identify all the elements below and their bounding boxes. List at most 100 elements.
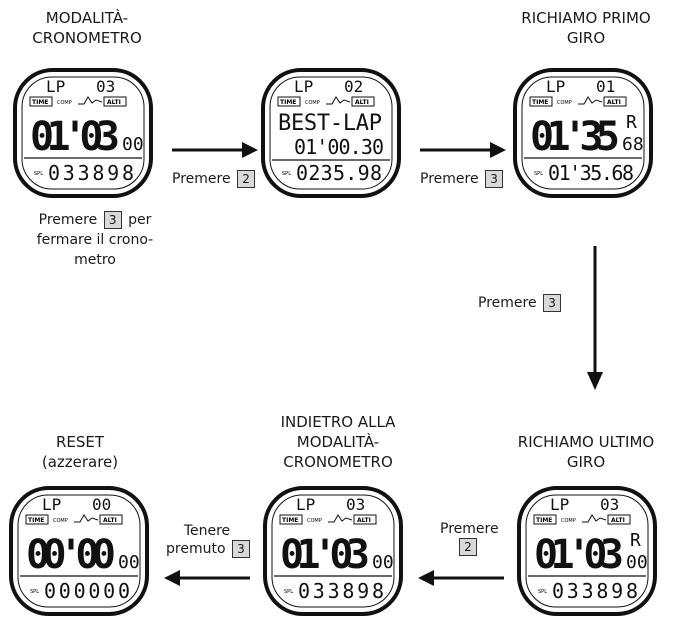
best-lap-text: BEST-LAP xyxy=(278,111,382,136)
recall-flag: R xyxy=(630,530,641,551)
watch-display-2: LP 02 TIME COMP ALTI BEST-LAP 01'00.30 S… xyxy=(260,62,402,204)
comp-label: COMP xyxy=(305,100,320,106)
caption-line: MODALITÀ- xyxy=(45,9,129,27)
comp-label: COMP xyxy=(53,518,68,524)
time-label: TIME xyxy=(280,99,296,106)
caption-reset: RESET (azzerare) xyxy=(20,432,140,472)
time-label: TIME xyxy=(536,517,552,524)
watch-face-svg: LP 03 TIME COMP ALTI 01'03 00 SPL 033898 xyxy=(13,68,153,198)
altitude-graph-icon xyxy=(74,514,99,523)
time-label: TIME xyxy=(32,99,48,106)
time-label: TIME xyxy=(282,517,298,524)
alti-label: ALTI xyxy=(607,99,621,106)
watch-display-1: LP 03 TIME COMP ALTI 01'03 00 SPL 033898 xyxy=(12,62,154,204)
mode-indicator: LP xyxy=(296,495,315,514)
mode-indicator: LP xyxy=(294,77,313,96)
main-time: 01'03 xyxy=(534,532,624,578)
lap-number: 03 xyxy=(600,495,619,514)
hundredths: 00 xyxy=(122,134,144,155)
key-2-icon: 2 xyxy=(237,170,256,188)
comp-label: COMP xyxy=(557,100,572,106)
mode-indicator: LP xyxy=(42,495,61,514)
step-label-to-reset: Tenere premuto 3 xyxy=(166,522,250,558)
step-label-down: Premere 3 xyxy=(478,294,563,312)
altitude-graph-icon xyxy=(328,514,353,523)
alti-label: ALTI xyxy=(357,517,371,524)
arrow-down xyxy=(587,246,603,390)
lap-number: 01 xyxy=(596,77,615,96)
recall-flag: R xyxy=(626,112,637,133)
time-label: TIME xyxy=(28,517,44,524)
step-text: Tenere xyxy=(183,523,231,539)
key-3-icon: 3 xyxy=(485,170,504,188)
step-label-to-best-lap: Premere 2 xyxy=(172,170,257,188)
lap-number: 03 xyxy=(346,495,365,514)
best-lap-time: 01'00.30 xyxy=(294,135,384,159)
watch-display-3: LP 01 TIME COMP ALTI 01'35 68 R SPL 01'3… xyxy=(512,62,654,204)
alti-label: ALTI xyxy=(103,517,117,524)
main-time: 00'00 xyxy=(26,532,116,578)
watch-face-svg: LP 02 TIME COMP ALTI BEST-LAP 01'00.30 S… xyxy=(261,68,401,198)
caption-line: (azzerare) xyxy=(41,453,119,471)
spl-label: SPL xyxy=(282,171,291,177)
stop-instruction-line: Premere 3 per xyxy=(20,210,170,230)
step-text: premuto xyxy=(166,541,226,557)
main-time: 01'03 xyxy=(30,114,120,160)
step-text: Premere xyxy=(38,212,98,228)
split-time: 01'35.68 xyxy=(548,161,634,185)
alti-label: ALTI xyxy=(107,99,121,106)
comp-label: COMP xyxy=(561,518,576,524)
arrow-right-1 xyxy=(172,142,258,158)
step-text: Premere xyxy=(440,521,499,537)
alti-label: ALTI xyxy=(611,517,625,524)
arrow-right-2 xyxy=(420,142,506,158)
caption-line: RICHIAMO PRIMO xyxy=(521,9,651,27)
main-time: 01'03 xyxy=(280,532,370,578)
lap-number: 03 xyxy=(96,77,115,96)
caption-line: INDIETRO ALLA xyxy=(280,413,396,431)
lap-number: 02 xyxy=(344,77,363,96)
lap-number: 00 xyxy=(92,495,111,514)
mode-indicator: LP xyxy=(46,77,65,96)
caption-line: CRONOMETRO xyxy=(283,453,393,471)
alti-label: ALTI xyxy=(355,99,369,106)
hundredths: 00 xyxy=(372,552,394,573)
key-3-icon: 3 xyxy=(543,294,562,312)
caption-line: RESET xyxy=(55,433,105,451)
caption-mode-stopwatch: MODALITÀ- CRONOMETRO xyxy=(12,8,162,48)
hundredths: 00 xyxy=(626,552,648,573)
altitude-graph-icon xyxy=(326,96,351,105)
key-2-icon: 2 xyxy=(459,538,477,556)
stop-instruction: Premere 3 per fermare il crono- metro xyxy=(20,210,170,270)
stop-instruction-line: metro xyxy=(74,252,116,268)
stop-instruction-line: fermare il crono- xyxy=(36,232,154,248)
caption-line: RICHIAMO ULTIMO xyxy=(517,433,655,451)
arrow-left-2 xyxy=(164,570,250,586)
watch-face-svg: LP 00 TIME COMP ALTI 00'00 00 SPL 000000 xyxy=(9,486,149,616)
time-label: TIME xyxy=(532,99,548,106)
mode-indicator: LP xyxy=(550,495,569,514)
caption-recall-first-lap: RICHIAMO PRIMO GIRO xyxy=(506,8,666,48)
caption-line: MODALITÀ- xyxy=(296,433,380,451)
step-text: Premere xyxy=(420,171,479,187)
watch-face-svg: LP 03 TIME COMP ALTI 01'03 00 SPL 033898 xyxy=(263,486,403,616)
watch-face-svg: LP 03 TIME COMP ALTI 01'03 00 R SPL 0338… xyxy=(517,486,657,616)
caption-back-to-stopwatch: INDIETRO ALLA MODALITÀ- CRONOMETRO xyxy=(258,412,418,472)
altitude-graph-icon xyxy=(78,96,103,105)
spl-label: SPL xyxy=(284,589,293,595)
step-label-to-first-lap: Premere 3 xyxy=(420,170,505,188)
watch-display-5: LP 03 TIME COMP ALTI 01'03 00 SPL 033898 xyxy=(262,480,404,622)
hundredths: 00 xyxy=(118,552,140,573)
spl-label: SPL xyxy=(30,589,39,595)
step-text: Premere xyxy=(172,171,231,187)
step-text: per xyxy=(128,212,152,228)
key-3-icon: 3 xyxy=(231,540,250,558)
caption-line: GIRO xyxy=(566,453,606,471)
step-label-to-back: Premere 2 xyxy=(440,520,499,556)
mode-indicator: LP xyxy=(546,77,565,96)
watch-face-svg: LP 01 TIME COMP ALTI 01'35 68 R SPL 01'3… xyxy=(513,68,653,198)
spl-label: SPL xyxy=(538,589,547,595)
split-time: 0235.98 xyxy=(296,161,382,185)
comp-label: COMP xyxy=(307,518,322,524)
altitude-graph-icon xyxy=(582,514,607,523)
